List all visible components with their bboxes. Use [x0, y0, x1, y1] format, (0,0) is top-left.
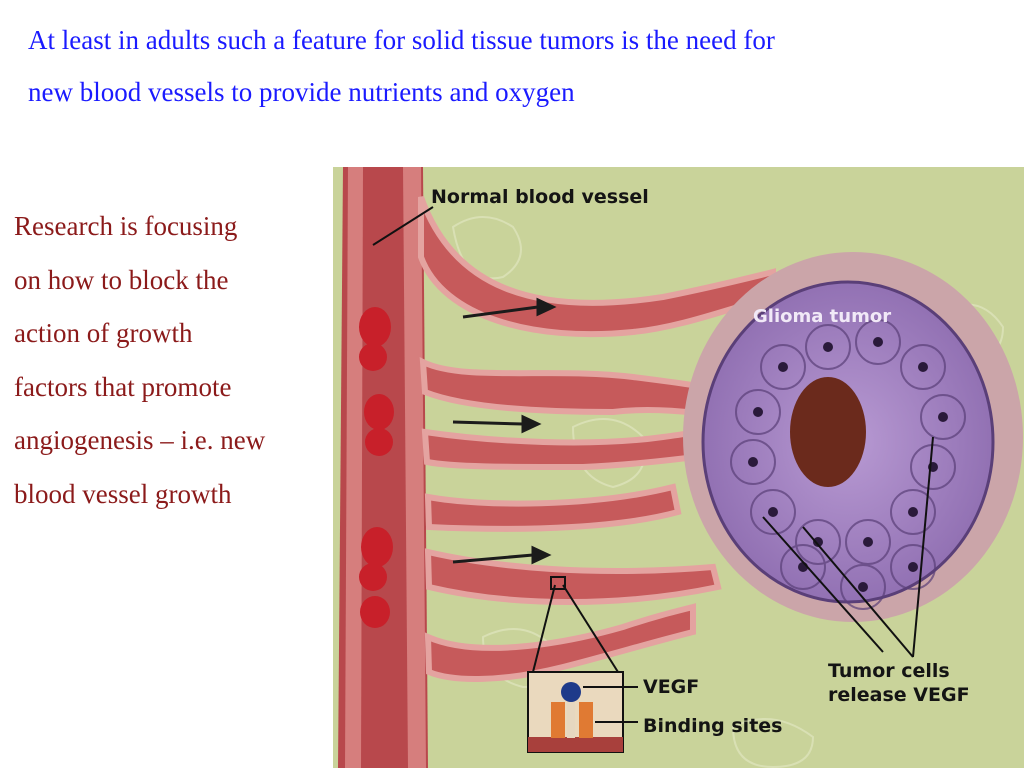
heading-line-1: At least in adults such a feature for so…	[28, 25, 775, 55]
tumor-cells-label-line1: Tumor cells	[828, 660, 950, 682]
body-line-6: blood vessel growth	[14, 478, 232, 509]
tumor-cells-label-line2: release VEGF	[828, 684, 970, 706]
body-line-5: angiogenesis – i.e. new	[14, 425, 266, 455]
body-line-4: factors that promote	[14, 371, 232, 402]
label-normal-vessel-group: Normal blood vessel	[372, 186, 649, 246]
flow-arrows	[452, 297, 557, 565]
vegf-label: VEGF	[643, 676, 699, 698]
angiogenesis-illustration: Glioma tumor Normal blood vessel Tumor c…	[333, 167, 1024, 768]
label-tumor-cells-group: Tumor cells release VEGF	[762, 436, 970, 706]
slide-heading: At least in adults such a feature for so…	[28, 14, 988, 118]
body-line-3: action of growth	[14, 318, 193, 348]
body-line-1: Research is focusing	[14, 211, 238, 241]
vegf-inset: VEGF Binding sites	[527, 576, 782, 753]
glioma-tumor: Glioma tumor	[683, 252, 1023, 622]
necrotic-core	[790, 377, 866, 487]
normal-vessel-pointer	[372, 206, 434, 246]
body-line-2: on how to block the	[14, 264, 229, 295]
slide-body-text: Research is focusing on how to block the…	[14, 200, 334, 521]
binding-sites-label: Binding sites	[643, 715, 782, 737]
main-blood-vessel	[338, 167, 428, 768]
vegf-molecule-icon	[561, 682, 581, 702]
normal-vessel-label: Normal blood vessel	[431, 186, 649, 208]
glioma-label: Glioma tumor	[753, 306, 891, 327]
heading-line-2: new blood vessels to provide nutrients a…	[28, 77, 575, 107]
